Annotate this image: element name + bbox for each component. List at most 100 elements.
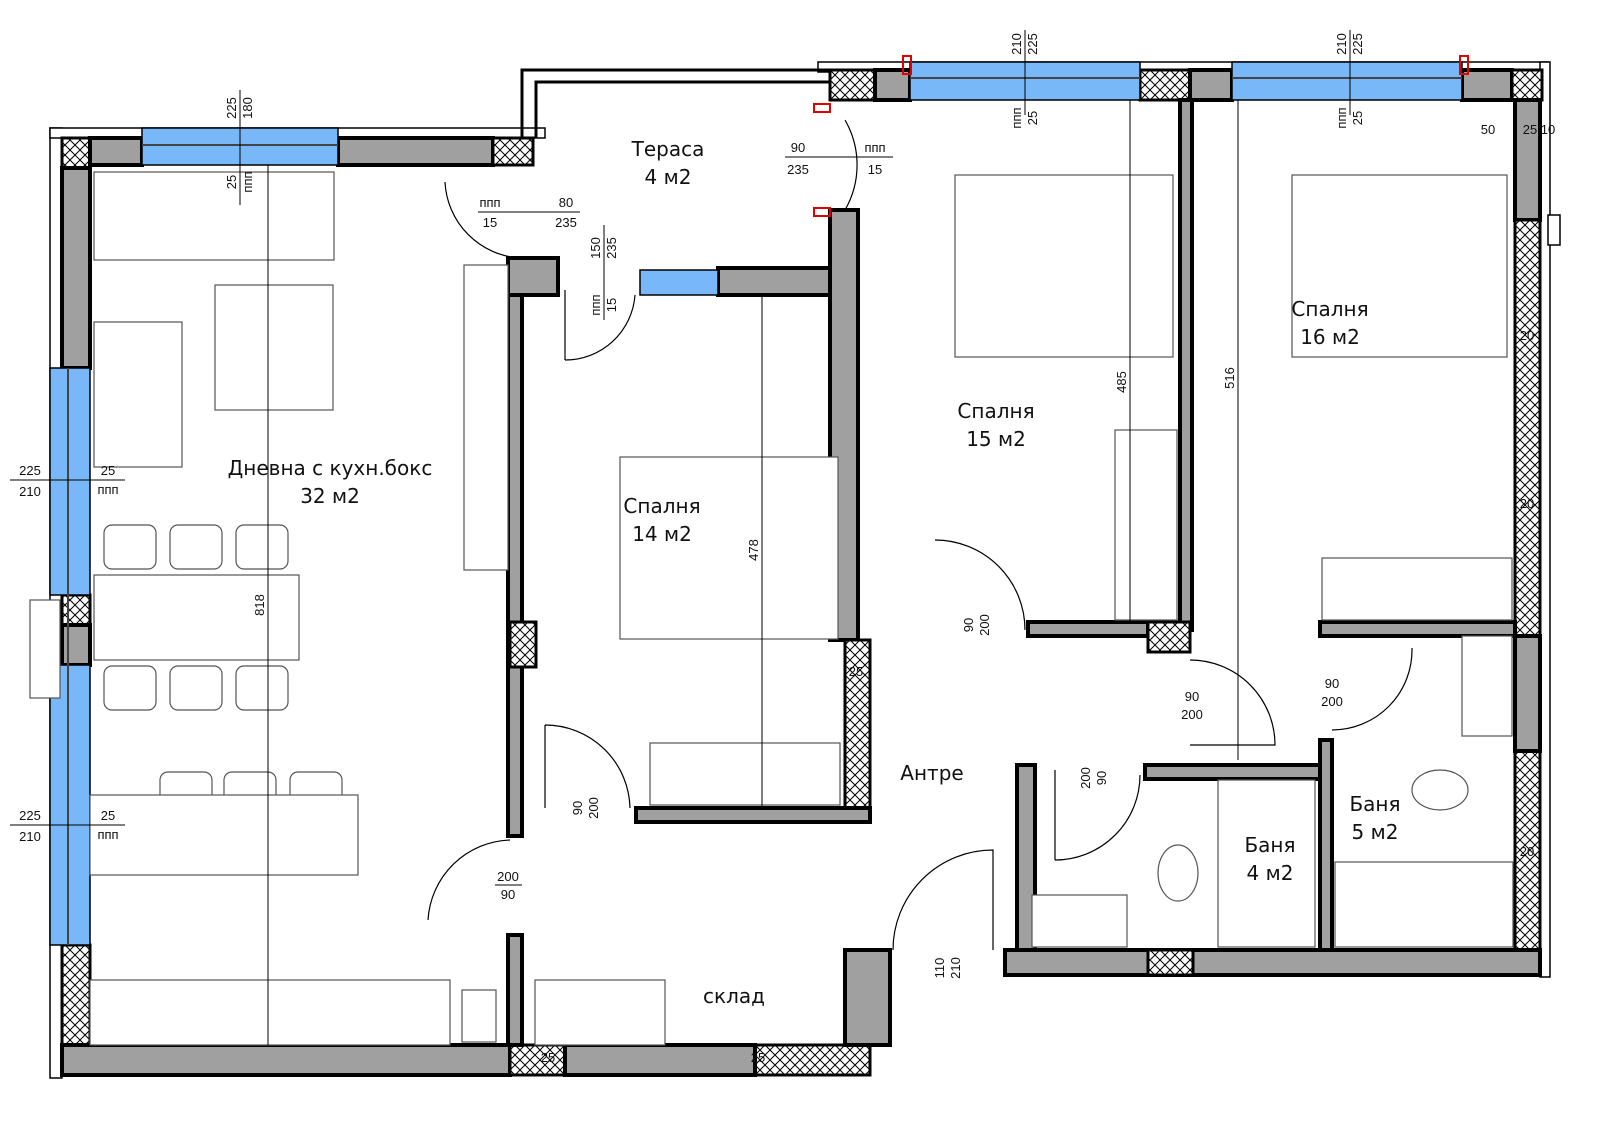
door-bath4-entry[interactable] bbox=[1189, 659, 1276, 746]
doors[interactable] bbox=[427, 119, 1413, 951]
svg-text:818: 818 bbox=[252, 594, 267, 616]
door-living[interactable] bbox=[427, 839, 511, 921]
svg-text:ппп: ппп bbox=[864, 140, 885, 155]
svg-text:ппп: ппп bbox=[97, 482, 118, 497]
svg-text:225: 225 bbox=[224, 97, 239, 119]
svg-text:15: 15 bbox=[483, 215, 497, 230]
svg-text:150: 150 bbox=[588, 237, 603, 259]
svg-text:478: 478 bbox=[746, 539, 761, 561]
kitchen-counter bbox=[89, 979, 451, 1046]
bed-bedroom16 bbox=[1291, 174, 1508, 358]
svg-text:200: 200 bbox=[497, 869, 519, 884]
room-name-bedroom15: Спалня bbox=[957, 399, 1034, 423]
svg-text:ппп: ппп bbox=[1334, 107, 1349, 128]
window-living-left-2[interactable] bbox=[49, 664, 91, 946]
room-name-bedroom16: Спалня bbox=[1291, 297, 1368, 321]
shower bbox=[1217, 779, 1316, 948]
door-bath5[interactable] bbox=[1331, 647, 1413, 731]
svg-text:50: 50 bbox=[1481, 122, 1495, 137]
bed-bedroom14 bbox=[619, 456, 839, 640]
svg-text:225: 225 bbox=[19, 463, 41, 478]
svg-text:25: 25 bbox=[1523, 122, 1537, 137]
svg-text:200: 200 bbox=[1181, 707, 1203, 722]
svg-text:200: 200 bbox=[977, 614, 992, 636]
kitchen-island bbox=[89, 794, 359, 876]
svg-text:90: 90 bbox=[961, 618, 976, 632]
wardrobe-bedroom16 bbox=[1321, 557, 1513, 621]
room-name-bedroom14: Спалня bbox=[623, 494, 700, 518]
dimension-lines bbox=[10, 30, 1351, 1045]
svg-text:ппп: ппп bbox=[479, 195, 500, 210]
svg-text:210: 210 bbox=[19, 484, 41, 499]
room-name-hall: Антре bbox=[900, 761, 963, 785]
room-name-bath5: Баня bbox=[1349, 792, 1400, 816]
door-bedroom14[interactable] bbox=[544, 724, 631, 809]
door-terrace-living[interactable] bbox=[444, 181, 521, 259]
terrace-railing bbox=[520, 68, 830, 138]
room-area-bath5: 5 м2 bbox=[1352, 820, 1399, 844]
svg-text:110: 110 bbox=[932, 958, 947, 979]
svg-text:20: 20 bbox=[1520, 328, 1534, 343]
room-area-terrace: 4 м2 bbox=[645, 165, 692, 189]
door-terrace-bedroom15[interactable] bbox=[844, 119, 858, 211]
svg-text:90: 90 bbox=[791, 140, 805, 155]
storage-shelf bbox=[534, 979, 666, 1046]
svg-text:90: 90 bbox=[501, 887, 515, 902]
window-bedroom14[interactable] bbox=[639, 269, 719, 296]
dining-table bbox=[93, 574, 300, 661]
svg-text:235: 235 bbox=[555, 215, 577, 230]
ac-unit bbox=[29, 599, 61, 699]
window-bedroom16[interactable] bbox=[1231, 61, 1463, 101]
svg-text:25: 25 bbox=[541, 1050, 555, 1065]
svg-text:ппп: ппп bbox=[1009, 107, 1024, 128]
svg-text:ппп: ппп bbox=[97, 827, 118, 842]
svg-text:200: 200 bbox=[1321, 694, 1343, 709]
room-area-bedroom16: 16 м2 bbox=[1300, 325, 1360, 349]
svg-text:15: 15 bbox=[604, 298, 619, 312]
sofa bbox=[93, 171, 335, 261]
furniture bbox=[29, 171, 1514, 1046]
svg-text:90: 90 bbox=[1185, 689, 1199, 704]
entrance-door[interactable] bbox=[892, 849, 994, 951]
svg-text:25: 25 bbox=[101, 808, 115, 823]
svg-text:90: 90 bbox=[1325, 676, 1339, 691]
bathtub bbox=[1334, 861, 1514, 948]
svg-text:ппп: ппп bbox=[588, 294, 603, 315]
bed-bedroom15 bbox=[954, 174, 1174, 358]
svg-text:10: 10 bbox=[1541, 122, 1555, 137]
svg-text:25: 25 bbox=[751, 1050, 765, 1065]
door-bath4[interactable] bbox=[1054, 770, 1141, 861]
oven bbox=[461, 989, 497, 1043]
svg-text:90: 90 bbox=[570, 801, 585, 815]
tv-unit bbox=[463, 264, 509, 571]
toilet-bath4 bbox=[1157, 844, 1199, 902]
door-bedroom15[interactable] bbox=[934, 539, 1026, 631]
svg-text:235: 235 bbox=[787, 162, 809, 177]
svg-text:25: 25 bbox=[1350, 111, 1365, 125]
svg-text:210: 210 bbox=[948, 957, 963, 979]
svg-text:15: 15 bbox=[868, 162, 882, 177]
room-name-bath4: Баня bbox=[1244, 833, 1295, 857]
svg-text:25: 25 bbox=[224, 175, 239, 189]
svg-text:485: 485 bbox=[1114, 371, 1129, 393]
room-labels: Дневна с кухн.бокс 32 м2 Тераса 4 м2 Спа… bbox=[228, 137, 1401, 1008]
svg-text:210: 210 bbox=[19, 829, 41, 844]
sink-bath5 bbox=[1461, 635, 1513, 737]
window-living-left-1[interactable] bbox=[49, 367, 91, 596]
sofa-chaise bbox=[93, 321, 183, 468]
svg-text:20: 20 bbox=[1520, 844, 1534, 859]
door-terrace-bedroom14[interactable] bbox=[564, 290, 636, 361]
svg-text:90: 90 bbox=[1094, 771, 1109, 785]
walls bbox=[60, 68, 1544, 1077]
coffee-table bbox=[214, 284, 334, 411]
svg-text:200: 200 bbox=[586, 797, 601, 819]
room-area-bath4: 4 м2 bbox=[1247, 861, 1294, 885]
svg-text:210: 210 bbox=[1009, 33, 1024, 55]
svg-text:180: 180 bbox=[240, 97, 255, 119]
svg-text:225: 225 bbox=[19, 808, 41, 823]
svg-text:200: 200 bbox=[1078, 767, 1093, 789]
svg-text:25: 25 bbox=[101, 463, 115, 478]
svg-text:225: 225 bbox=[1025, 33, 1040, 55]
toilet-bath5 bbox=[1411, 769, 1469, 811]
